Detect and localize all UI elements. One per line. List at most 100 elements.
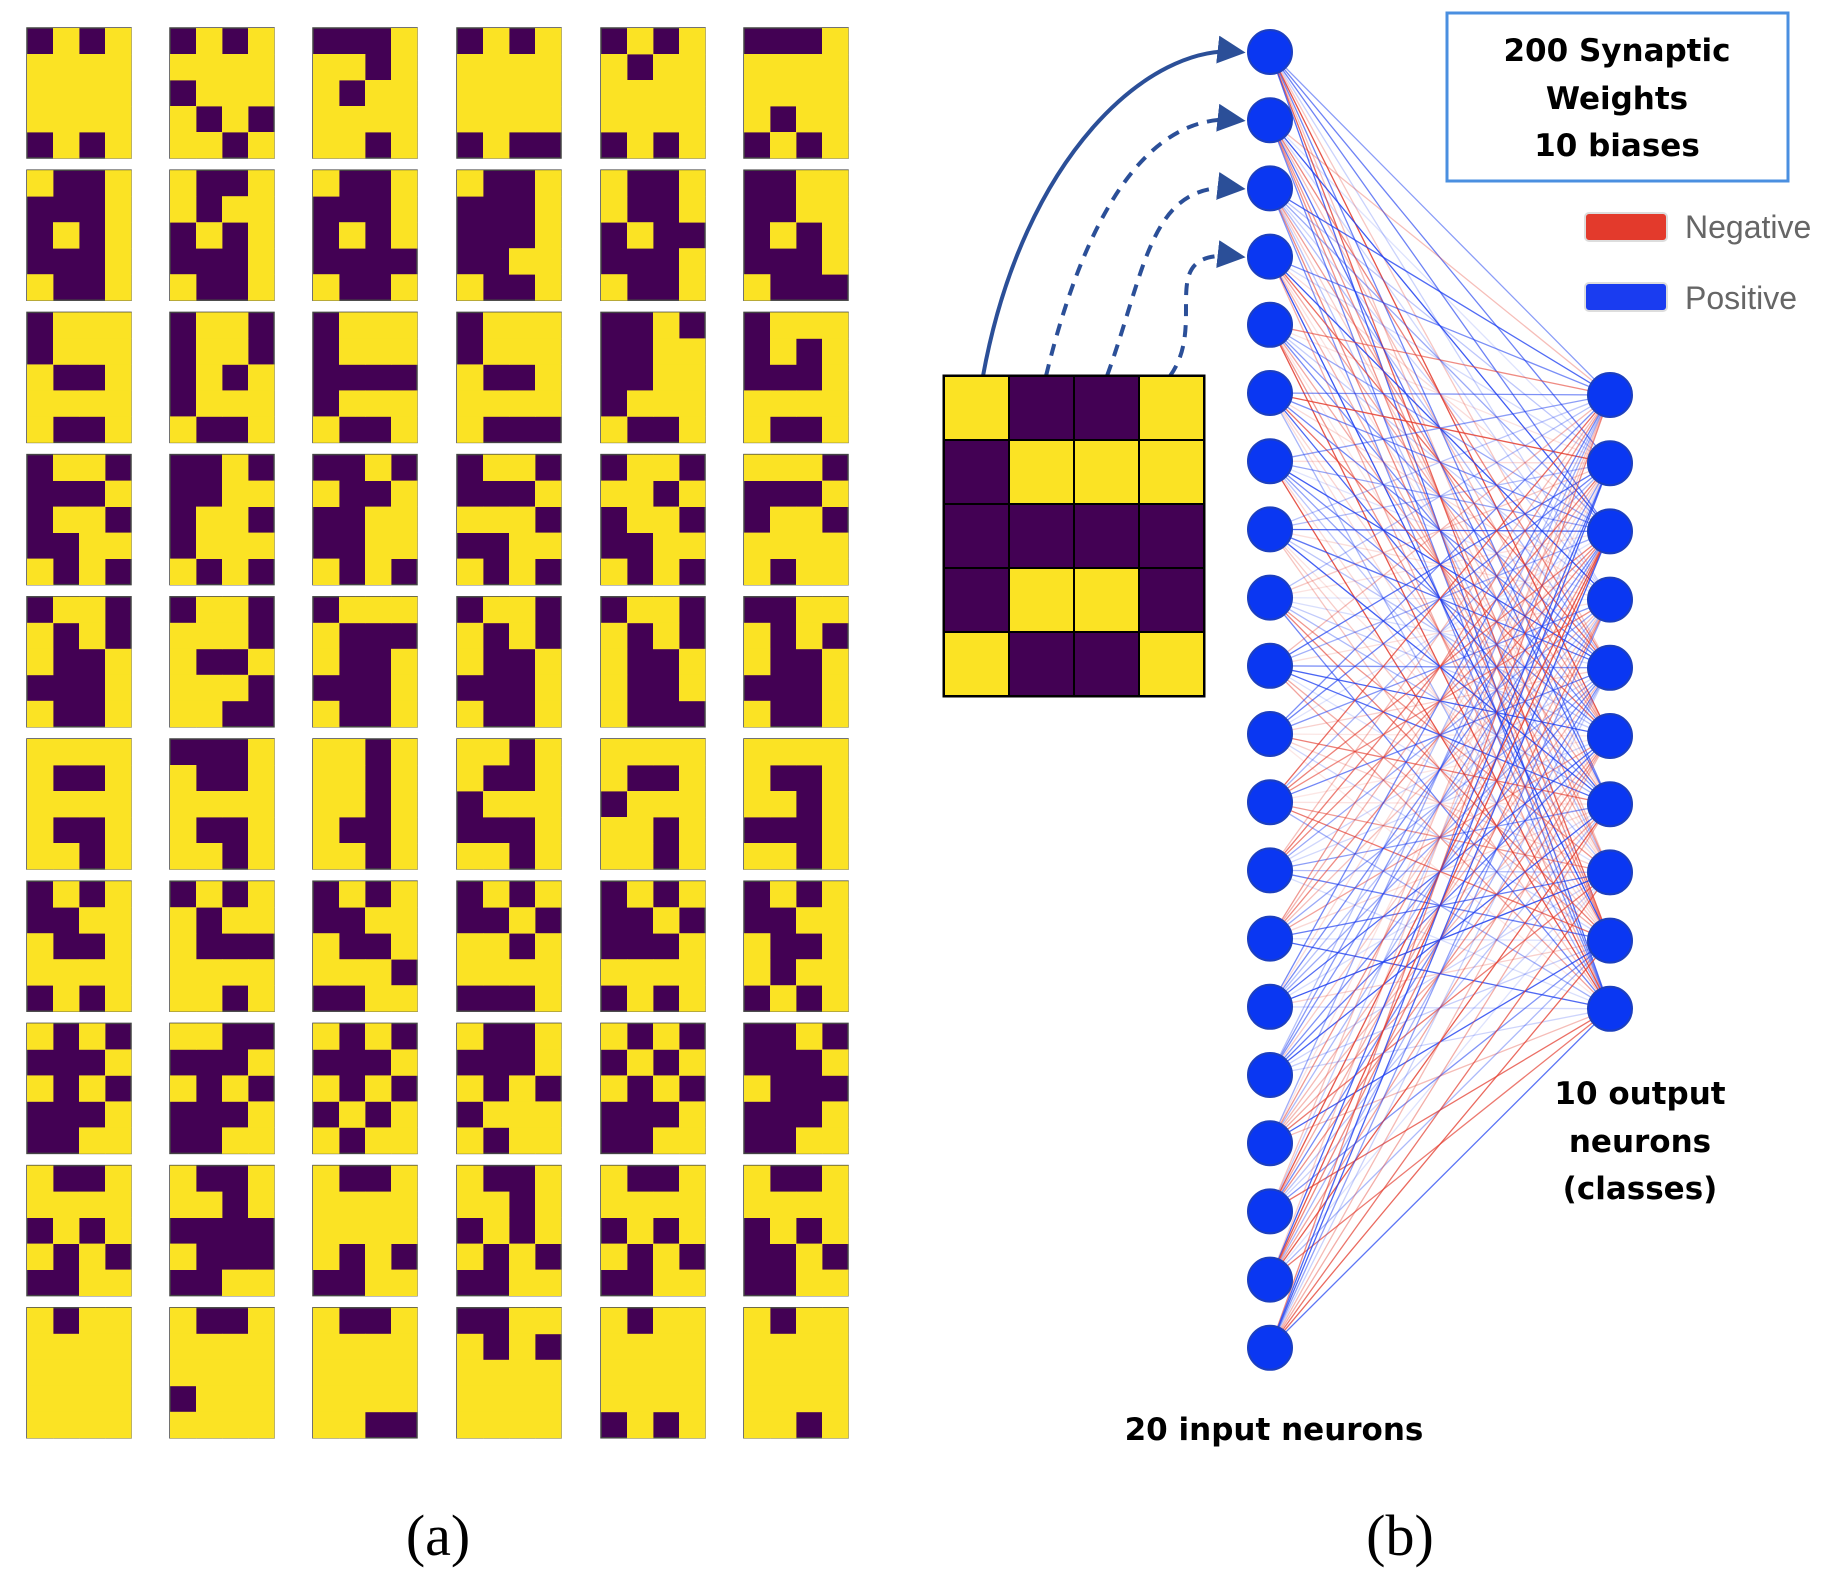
pixel-on (222, 106, 249, 133)
pixel-on (222, 312, 249, 339)
pixel-on (822, 907, 849, 934)
pixel-on (196, 791, 223, 818)
pixel-on (222, 54, 249, 81)
pixel-on (601, 1359, 628, 1387)
pixel-on (105, 248, 132, 275)
pixel-on (796, 1333, 823, 1361)
pixel-on (796, 1191, 823, 1218)
pixel-on (796, 1269, 823, 1296)
pixel-on (339, 765, 366, 792)
pixel-on (627, 1333, 654, 1361)
pixel-on (248, 1165, 275, 1192)
pixel-on (105, 881, 132, 908)
pixel-on (509, 338, 536, 365)
digit-pattern-tile (600, 1307, 706, 1439)
pixel-on (483, 338, 510, 365)
pixel-on (391, 274, 418, 301)
input-neuron (1247, 779, 1293, 826)
pixel-on (196, 1333, 223, 1361)
pixel-on (457, 416, 484, 443)
pixel-on (822, 700, 849, 728)
pixel-on (248, 248, 275, 275)
pixel-on (365, 1385, 392, 1413)
pixel-on (627, 596, 654, 624)
pixel-on (535, 648, 562, 676)
pixel-on (483, 1101, 510, 1128)
pixel-on (744, 791, 771, 818)
pixel-on (770, 843, 797, 870)
digit-pattern-tile (600, 1164, 706, 1297)
pixel-on (535, 390, 562, 417)
pixel-on (457, 933, 484, 960)
pixel-on (248, 985, 275, 1012)
pixel-on (248, 54, 275, 81)
pixel-on (170, 933, 197, 960)
digit-pattern-tile (743, 880, 849, 1012)
pixel-on (79, 622, 106, 650)
pixel-on (196, 390, 223, 417)
pixel-on (822, 132, 849, 159)
pixel-on (627, 132, 654, 159)
pixel-on (170, 416, 197, 443)
pixel-on (535, 881, 562, 908)
pixel-on (222, 1333, 249, 1361)
pixel-on (822, 1411, 849, 1439)
pixel-on (770, 338, 797, 365)
pixel-on (27, 80, 54, 107)
pixel-on (796, 312, 823, 339)
pixel-on (222, 622, 249, 650)
pixel-on (679, 1217, 706, 1244)
pixel-on (535, 700, 562, 728)
digit-pattern-tile (169, 169, 275, 301)
pixel-on (79, 1333, 106, 1361)
pixel-on (170, 843, 197, 870)
pixel-on (796, 1359, 823, 1387)
pixel-on (822, 28, 849, 55)
pixel-on (313, 1385, 340, 1413)
pixel-on (679, 674, 706, 702)
pixel-on (653, 739, 680, 766)
pixel-on (601, 170, 628, 197)
pixel-on (391, 1217, 418, 1244)
pixel-on (391, 338, 418, 365)
pixel-on (391, 1385, 418, 1413)
pixel-on (339, 843, 366, 870)
pixel-on (535, 338, 562, 365)
digit-pattern-tile (743, 27, 849, 159)
pixel-on (248, 480, 275, 507)
pixel-on (509, 1127, 536, 1154)
pixel-on (744, 54, 771, 81)
input-layer (1247, 29, 1293, 1371)
pixel-on (105, 648, 132, 676)
pixel-on (535, 1385, 562, 1413)
info-box-line-3: 10 biases (1534, 128, 1700, 164)
pixel-on (391, 1165, 418, 1192)
example-pixel-on (1073, 567, 1140, 633)
digit-pattern-tile (312, 738, 418, 870)
example-pixel-off (943, 567, 1010, 633)
pixel-on (653, 338, 680, 365)
pixel-on (313, 959, 340, 986)
pixel-on (53, 222, 80, 249)
pixel-on (483, 506, 510, 533)
info-box-line-2: Weights (1546, 81, 1688, 117)
pixel-on (196, 532, 223, 559)
pixel-on (313, 1075, 340, 1102)
pixel-on (105, 1191, 132, 1218)
pixel-on (79, 558, 106, 585)
pixel-on (391, 416, 418, 443)
input-neuron (1247, 233, 1293, 280)
pixel-on (822, 54, 849, 81)
pixel-on (79, 454, 106, 481)
pixel-on (679, 1411, 706, 1439)
pixel-on (105, 700, 132, 728)
digit-pattern-grid (26, 27, 849, 1439)
pixel-on (535, 1307, 562, 1335)
synapse-line (1269, 255, 1611, 396)
pixel-on (627, 390, 654, 417)
pixel-on (27, 959, 54, 986)
pixel-on (313, 648, 340, 676)
pixel-on (483, 390, 510, 417)
pixel-on (222, 1269, 249, 1296)
pixel-on (339, 312, 366, 339)
